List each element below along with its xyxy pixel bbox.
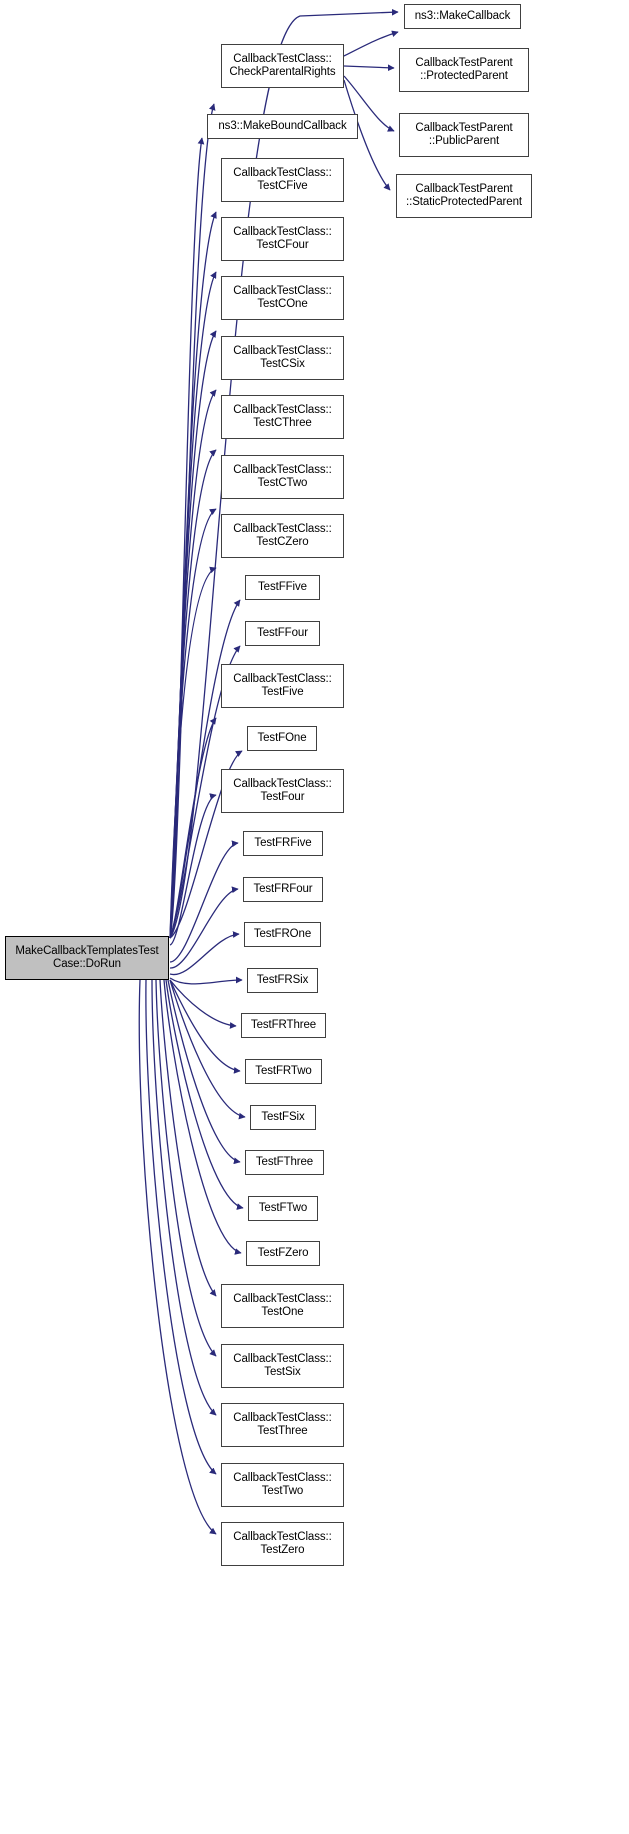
node-label: CallbackTestParent ::StaticProtectedPare… [406,182,522,209]
node-label: MakeCallbackTemplatesTest Case::DoRun [15,944,159,971]
graph-node-testftwo[interactable]: TestFTwo [248,1196,318,1221]
graph-edge [169,976,243,985]
node-label: CallbackTestClass:: TestSix [233,1352,332,1379]
node-label: TestFFour [257,626,308,639]
graph-edge [169,840,239,963]
graph-edge [167,979,241,1165]
graph-edge [169,979,241,1074]
graph-edge [343,30,399,57]
graph-node-callbacktestclass-testfive[interactable]: CallbackTestClass:: TestFive [221,664,344,708]
node-label: CallbackTestClass:: CheckParentalRights [229,52,336,79]
node-label: CallbackTestParent ::ProtectedParent [415,56,513,83]
node-label: TestFRSix [256,973,309,986]
graph-node-testfrtwo[interactable]: TestFRTwo [245,1059,322,1084]
graph-edge [138,979,217,1535]
graph-node-testfrthree[interactable]: TestFRThree [241,1013,326,1038]
graph-node-callbacktestparent-protectedparent[interactable]: CallbackTestParent ::ProtectedParent [399,48,529,92]
node-label: CallbackTestClass:: TestFive [233,672,332,699]
graph-edge [169,979,237,1029]
node-label: TestFThree [255,1155,314,1168]
node-label: TestFFive [258,580,307,593]
graph-node-callbacktestclass-testcone[interactable]: CallbackTestClass:: TestCOne [221,276,344,320]
graph-edge [169,793,217,946]
node-label: CallbackTestClass:: TestZero [233,1530,332,1557]
edge-paths [138,8,399,1535]
graph-edge [169,979,246,1120]
graph-node-testfsix[interactable]: TestFSix [250,1105,316,1130]
graph-edge [343,75,395,132]
node-label: TestFRFive [254,836,312,849]
graph-edge [343,79,391,191]
node-label: CallbackTestClass:: TestThree [233,1411,332,1438]
graph-edge [169,449,217,939]
graph-node-callbacktestclass-testzero[interactable]: CallbackTestClass:: TestZero [221,1522,344,1566]
graph-edge [169,717,217,939]
graph-node-callbacktestclass-checkparentalrights[interactable]: CallbackTestClass:: CheckParentalRights [221,44,344,88]
graph-node-testfrfour[interactable]: TestFRFour [243,877,323,902]
graph-node-callbacktestclass-testcfour[interactable]: CallbackTestClass:: TestCFour [221,217,344,261]
graph-edge [159,979,217,1297]
graph-edge [145,979,217,1475]
graph-edge [151,979,217,1416]
graph-edge [169,137,205,939]
node-label: TestFZero [257,1246,309,1259]
graph-edge [165,979,244,1210]
node-label: CallbackTestClass:: TestTwo [233,1471,332,1498]
node-label: TestFRThree [250,1018,317,1031]
graph-node-callbacktestclass-testctwo[interactable]: CallbackTestClass:: TestCTwo [221,455,344,499]
node-label: TestFRTwo [255,1064,312,1077]
node-label: ns3::MakeCallback [414,9,511,22]
graph-edge [169,566,217,939]
graph-node-callbacktestclass-testcsix[interactable]: CallbackTestClass:: TestCSix [221,336,344,380]
node-label: CallbackTestClass:: TestCTwo [233,463,332,490]
node-label: CallbackTestParent ::PublicParent [415,121,513,148]
graph-node-callbacktestclass-testczero[interactable]: CallbackTestClass:: TestCZero [221,514,344,558]
graph-node-testffour[interactable]: TestFFour [245,621,320,646]
node-label: TestFOne [257,731,307,744]
node-label: CallbackTestClass:: TestCSix [233,344,332,371]
graph-edge [163,979,242,1255]
graph-node-callbacktestparent-publicparent[interactable]: CallbackTestParent ::PublicParent [399,113,529,157]
node-label: TestFSix [261,1110,305,1123]
node-label: ns3::MakeBoundCallback [218,119,347,132]
node-label: CallbackTestClass:: TestCFour [233,225,332,252]
node-label: CallbackTestClass:: TestOne [233,1292,332,1319]
node-label: CallbackTestClass:: TestFour [233,777,332,804]
graph-node-ns3-makeboundcallback[interactable]: ns3::MakeBoundCallback [207,114,358,139]
node-label: CallbackTestClass:: TestCFive [233,166,332,193]
node-label: TestFROne [253,927,312,940]
graph-node-testfrsix[interactable]: TestFRSix [247,968,318,993]
graph-node-callbacktestclass-testcthree[interactable]: CallbackTestClass:: TestCThree [221,395,344,439]
graph-node-callbacktestclass-testone[interactable]: CallbackTestClass:: TestOne [221,1284,344,1328]
graph-node-callbacktestclass-testtwo[interactable]: CallbackTestClass:: TestTwo [221,1463,344,1507]
node-label: TestFRFour [253,882,313,895]
graph-edge [343,64,395,72]
graph-node-ns3-makecallback[interactable]: ns3::MakeCallback [404,4,521,29]
graph-node-testfone[interactable]: TestFOne [247,726,317,751]
graph-node-testfrone[interactable]: TestFROne [244,922,321,947]
node-label: CallbackTestClass:: TestCThree [233,403,332,430]
graph-node-callbacktestclass-testfour[interactable]: CallbackTestClass:: TestFour [221,769,344,813]
graph-node-callbacktestparent-staticprotectedparent[interactable]: CallbackTestParent ::StaticProtectedPare… [396,174,532,218]
node-label: TestFTwo [258,1201,308,1214]
node-label: CallbackTestClass:: TestCZero [233,522,332,549]
graph-node-testfzero[interactable]: TestFZero [246,1241,320,1266]
graph-node-testffive[interactable]: TestFFive [245,575,320,600]
graph-edge [155,979,217,1357]
node-label: CallbackTestClass:: TestCOne [233,284,332,311]
graph-node-testfrfive[interactable]: TestFRFive [243,831,323,856]
root-node-makecallbacktemplatestestcase-dorun[interactable]: MakeCallbackTemplatesTest Case::DoRun [5,936,169,980]
graph-edge [169,886,239,969]
graph-edge [169,931,240,976]
graph-node-callbacktestclass-testthree[interactable]: CallbackTestClass:: TestThree [221,1403,344,1447]
graph-node-callbacktestclass-testcfive[interactable]: CallbackTestClass:: TestCFive [221,158,344,202]
graph-node-testfthree[interactable]: TestFThree [245,1150,324,1175]
graph-node-callbacktestclass-testsix[interactable]: CallbackTestClass:: TestSix [221,1344,344,1388]
